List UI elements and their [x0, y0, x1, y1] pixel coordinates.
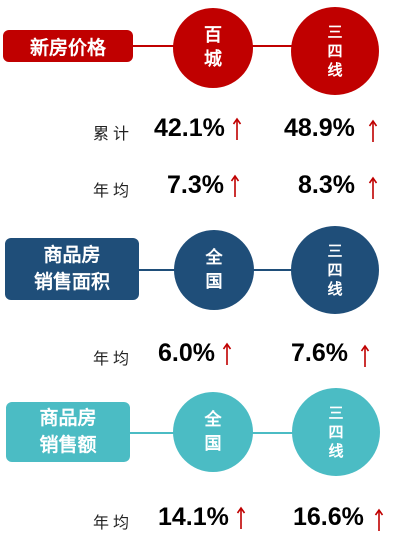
up-arrow-icon	[360, 344, 370, 367]
circle-char: 国	[205, 272, 223, 292]
up-arrow-icon	[368, 176, 378, 199]
up-arrow-icon	[374, 508, 384, 531]
metric-label: 年均	[93, 513, 134, 532]
up-arrow-icon	[236, 506, 246, 529]
metric-value: 7.3%	[167, 171, 224, 199]
metric-value: 16.6%	[293, 503, 364, 531]
circle-char: 四	[327, 260, 343, 279]
circle-char: 线	[327, 279, 343, 298]
circle-char: 国	[204, 434, 222, 454]
up-arrow-icon	[230, 174, 240, 197]
category-label-line: 销售额	[39, 434, 97, 456]
scope-circle-tier3-4: 三 四 线	[291, 226, 379, 314]
metric-value: 6.0%	[158, 339, 215, 367]
metric-value: 48.9%	[284, 114, 355, 142]
category-label: 商品房 销售额	[6, 402, 130, 462]
category-label: 新房价格	[3, 30, 133, 62]
category-label: 商品房 销售面积	[5, 238, 139, 300]
circle-char: 三	[328, 403, 344, 422]
circle-char: 三	[327, 241, 343, 260]
circle-char: 全	[205, 248, 223, 268]
circle-char: 城	[204, 49, 222, 70]
metric-value: 14.1%	[158, 503, 229, 531]
circle-char: 四	[327, 41, 343, 60]
circle-char: 三	[327, 22, 343, 41]
scope-circle-national: 全 国	[173, 392, 253, 472]
circle-char: 全	[204, 410, 222, 430]
scope-circle-national: 全 国	[174, 230, 254, 310]
metric-label: 年均	[93, 349, 134, 368]
up-arrow-icon	[222, 342, 232, 365]
scope-circle-hundred-cities: 百 城	[173, 8, 253, 88]
metric-label: 年均	[93, 181, 134, 200]
metric-value: 8.3%	[298, 171, 355, 199]
category-label-line: 商品房	[39, 407, 97, 429]
scope-circle-tier3-4: 三 四 线	[292, 388, 380, 476]
circle-char: 线	[328, 441, 344, 460]
metric-value: 42.1%	[154, 114, 225, 142]
metric-value: 7.6%	[291, 339, 348, 367]
metric-label: 累计	[93, 124, 134, 143]
circle-char: 百	[204, 25, 222, 46]
up-arrow-icon	[232, 117, 242, 140]
category-label-line: 销售面积	[33, 271, 110, 293]
up-arrow-icon	[368, 119, 378, 142]
circle-char: 线	[327, 60, 343, 79]
category-label-line: 商品房	[43, 244, 101, 266]
circle-char: 四	[328, 422, 344, 441]
scope-circle-tier3-4: 三 四 线	[291, 7, 379, 95]
category-label-line: 新房价格	[29, 36, 106, 59]
